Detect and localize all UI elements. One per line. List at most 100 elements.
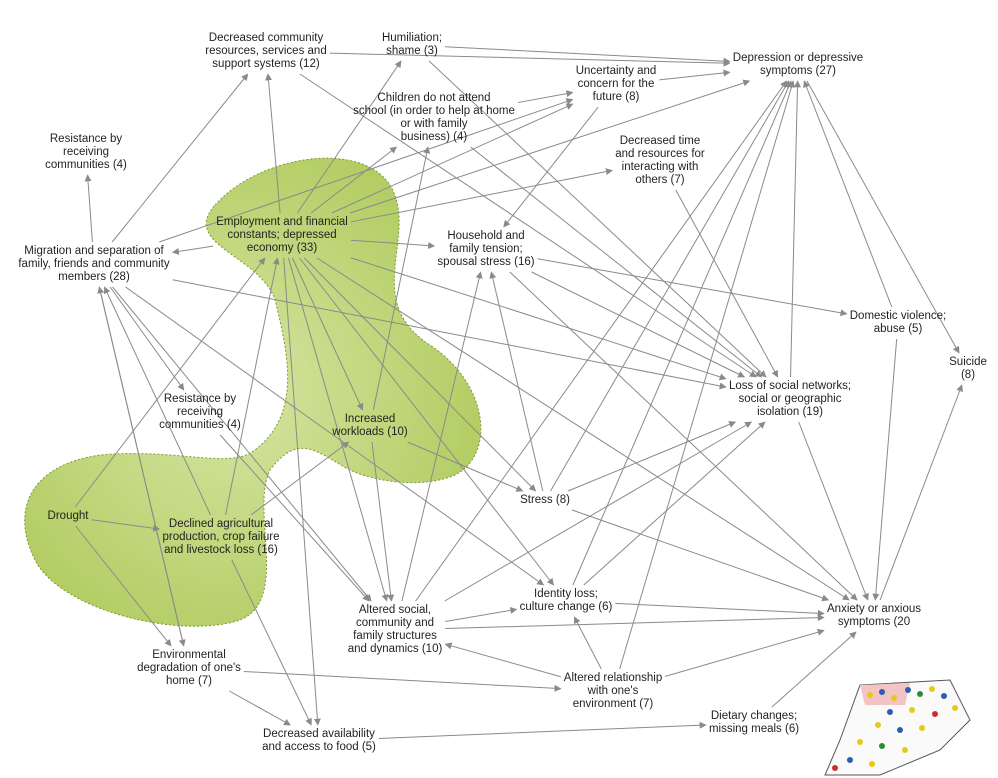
edge-arrow bbox=[509, 271, 858, 601]
edge-arrow bbox=[349, 79, 751, 214]
edge-arrow bbox=[372, 146, 431, 411]
edge-arrow bbox=[571, 509, 830, 602]
edge-arrow bbox=[470, 146, 763, 378]
edge-arrow bbox=[91, 519, 161, 532]
node-domestic-violence: Domestic violence; abuse (5) bbox=[849, 310, 947, 335]
edge-arrow bbox=[111, 73, 249, 243]
edge-arrow bbox=[371, 441, 395, 602]
node-household-tension: Household and family tension; spousal st… bbox=[437, 230, 535, 268]
edge-arrow bbox=[219, 434, 370, 602]
edge-arrow bbox=[316, 257, 850, 601]
node-stress: Stress (8) bbox=[520, 494, 570, 506]
edge-arrow bbox=[428, 60, 767, 378]
edge-arrow bbox=[296, 60, 402, 214]
edge-arrow bbox=[103, 286, 211, 516]
map-thumbnail bbox=[824, 679, 971, 776]
edge-arrow bbox=[407, 441, 524, 492]
node-migration: Migration and separation of family, frie… bbox=[18, 245, 170, 283]
edge-arrow bbox=[531, 271, 746, 378]
edge-arrow bbox=[675, 189, 779, 378]
node-resistance-receiving-mid: Resistance by receiving communities (4) bbox=[159, 393, 241, 431]
node-identity-loss: Identity loss; culture change (6) bbox=[519, 588, 613, 613]
edge-arrow bbox=[265, 73, 281, 214]
edge-group bbox=[74, 46, 963, 740]
edge-arrow bbox=[350, 168, 613, 223]
edge-arrow bbox=[172, 279, 727, 390]
node-uncertainty: Uncertainty and concern for the future (… bbox=[575, 65, 657, 103]
node-anxiety: Anxiety or anxious symptoms (20 bbox=[827, 603, 921, 628]
node-loss-social-networks: Loss of social networks; social or geogr… bbox=[728, 380, 852, 418]
node-children-school: Children do not attend school (in order … bbox=[353, 92, 515, 143]
edge-arrow bbox=[445, 606, 518, 622]
edge-arrow bbox=[378, 721, 707, 740]
edge-arrow bbox=[573, 616, 602, 670]
edge-arrow bbox=[74, 257, 266, 508]
edge-arrow bbox=[350, 239, 436, 250]
edge-arrow bbox=[225, 257, 280, 516]
edge-arrow bbox=[231, 559, 312, 726]
edge-arrow bbox=[287, 257, 389, 602]
edge-arrow bbox=[444, 421, 753, 602]
edge-arrow bbox=[97, 286, 185, 647]
edge-arrow bbox=[872, 338, 898, 601]
edge-arrow bbox=[619, 80, 795, 670]
node-employment: Employment and financial constants; depr… bbox=[216, 216, 348, 254]
edge-arrow bbox=[659, 69, 731, 81]
node-humiliation: Humiliation; shame (3) bbox=[381, 32, 443, 57]
edge-arrow bbox=[503, 106, 599, 228]
node-dietary-changes: Dietary changes; missing meals (6) bbox=[708, 710, 800, 735]
edge-arrow bbox=[329, 52, 731, 67]
edge-arrow bbox=[331, 103, 574, 214]
edge-arrow bbox=[771, 631, 857, 708]
edge-arrow bbox=[299, 257, 554, 586]
edge-arrow bbox=[299, 73, 757, 378]
edge-arrow bbox=[310, 146, 398, 214]
edge-arrow bbox=[806, 80, 960, 354]
node-decreased-time: Decreased time and resources for interac… bbox=[615, 135, 705, 186]
edge-arrow bbox=[75, 525, 172, 647]
edge-arrow bbox=[243, 670, 562, 692]
edge-arrow bbox=[790, 80, 801, 378]
edge-arrow bbox=[550, 80, 790, 492]
edge-arrow bbox=[517, 90, 574, 104]
node-environmental-degradation: Environmental degradation of one's home … bbox=[137, 649, 241, 687]
node-depression: Depression or depressive symptoms (27) bbox=[732, 52, 864, 77]
edge-arrow bbox=[445, 614, 825, 630]
edge-arrow bbox=[567, 421, 737, 492]
edge-arrow bbox=[350, 257, 727, 381]
edge-arrow bbox=[229, 690, 291, 726]
edge-arrow bbox=[583, 421, 766, 586]
edge-arrow bbox=[291, 257, 364, 411]
edge-arrow bbox=[250, 441, 350, 516]
edge-arrow bbox=[171, 245, 214, 255]
node-decreased-community-resources: Decreased community resources, services … bbox=[205, 32, 327, 70]
node-resistance-receiving-top: Resistance by receiving communities (4) bbox=[45, 133, 127, 171]
edge-arrow bbox=[125, 286, 545, 586]
node-declined-agricultural: Declined agricultural production, crop f… bbox=[162, 518, 280, 556]
node-altered-social-structures: Altered social, community and family str… bbox=[347, 604, 443, 655]
edge-arrow bbox=[303, 257, 537, 492]
map-dots bbox=[832, 686, 958, 771]
edge-arrow bbox=[489, 271, 544, 492]
node-drought: Drought bbox=[47, 510, 89, 522]
edge-arrow bbox=[109, 286, 185, 391]
edge-arrow bbox=[537, 258, 848, 317]
edge-arrow bbox=[283, 257, 321, 726]
node-suicide: Suicide (8) bbox=[949, 356, 987, 381]
edge-arrow bbox=[803, 80, 893, 308]
edge-arrow bbox=[401, 271, 483, 602]
edge-arrow bbox=[112, 286, 372, 602]
edge-arrow bbox=[572, 80, 792, 586]
edge-arrow bbox=[444, 642, 561, 678]
edge-arrow bbox=[615, 602, 825, 617]
edge-arrow bbox=[665, 628, 825, 677]
edge-arrow bbox=[879, 384, 963, 601]
edge-arrow bbox=[415, 80, 787, 602]
node-altered-relationship-environment: Altered relationship with one's environm… bbox=[563, 672, 663, 710]
edge-arrow bbox=[445, 46, 731, 65]
node-increased-workloads: Increased workloads (10) bbox=[332, 413, 408, 438]
edge-arrow bbox=[84, 174, 93, 243]
node-decreased-food: Decreased availability and access to foo… bbox=[262, 728, 376, 753]
